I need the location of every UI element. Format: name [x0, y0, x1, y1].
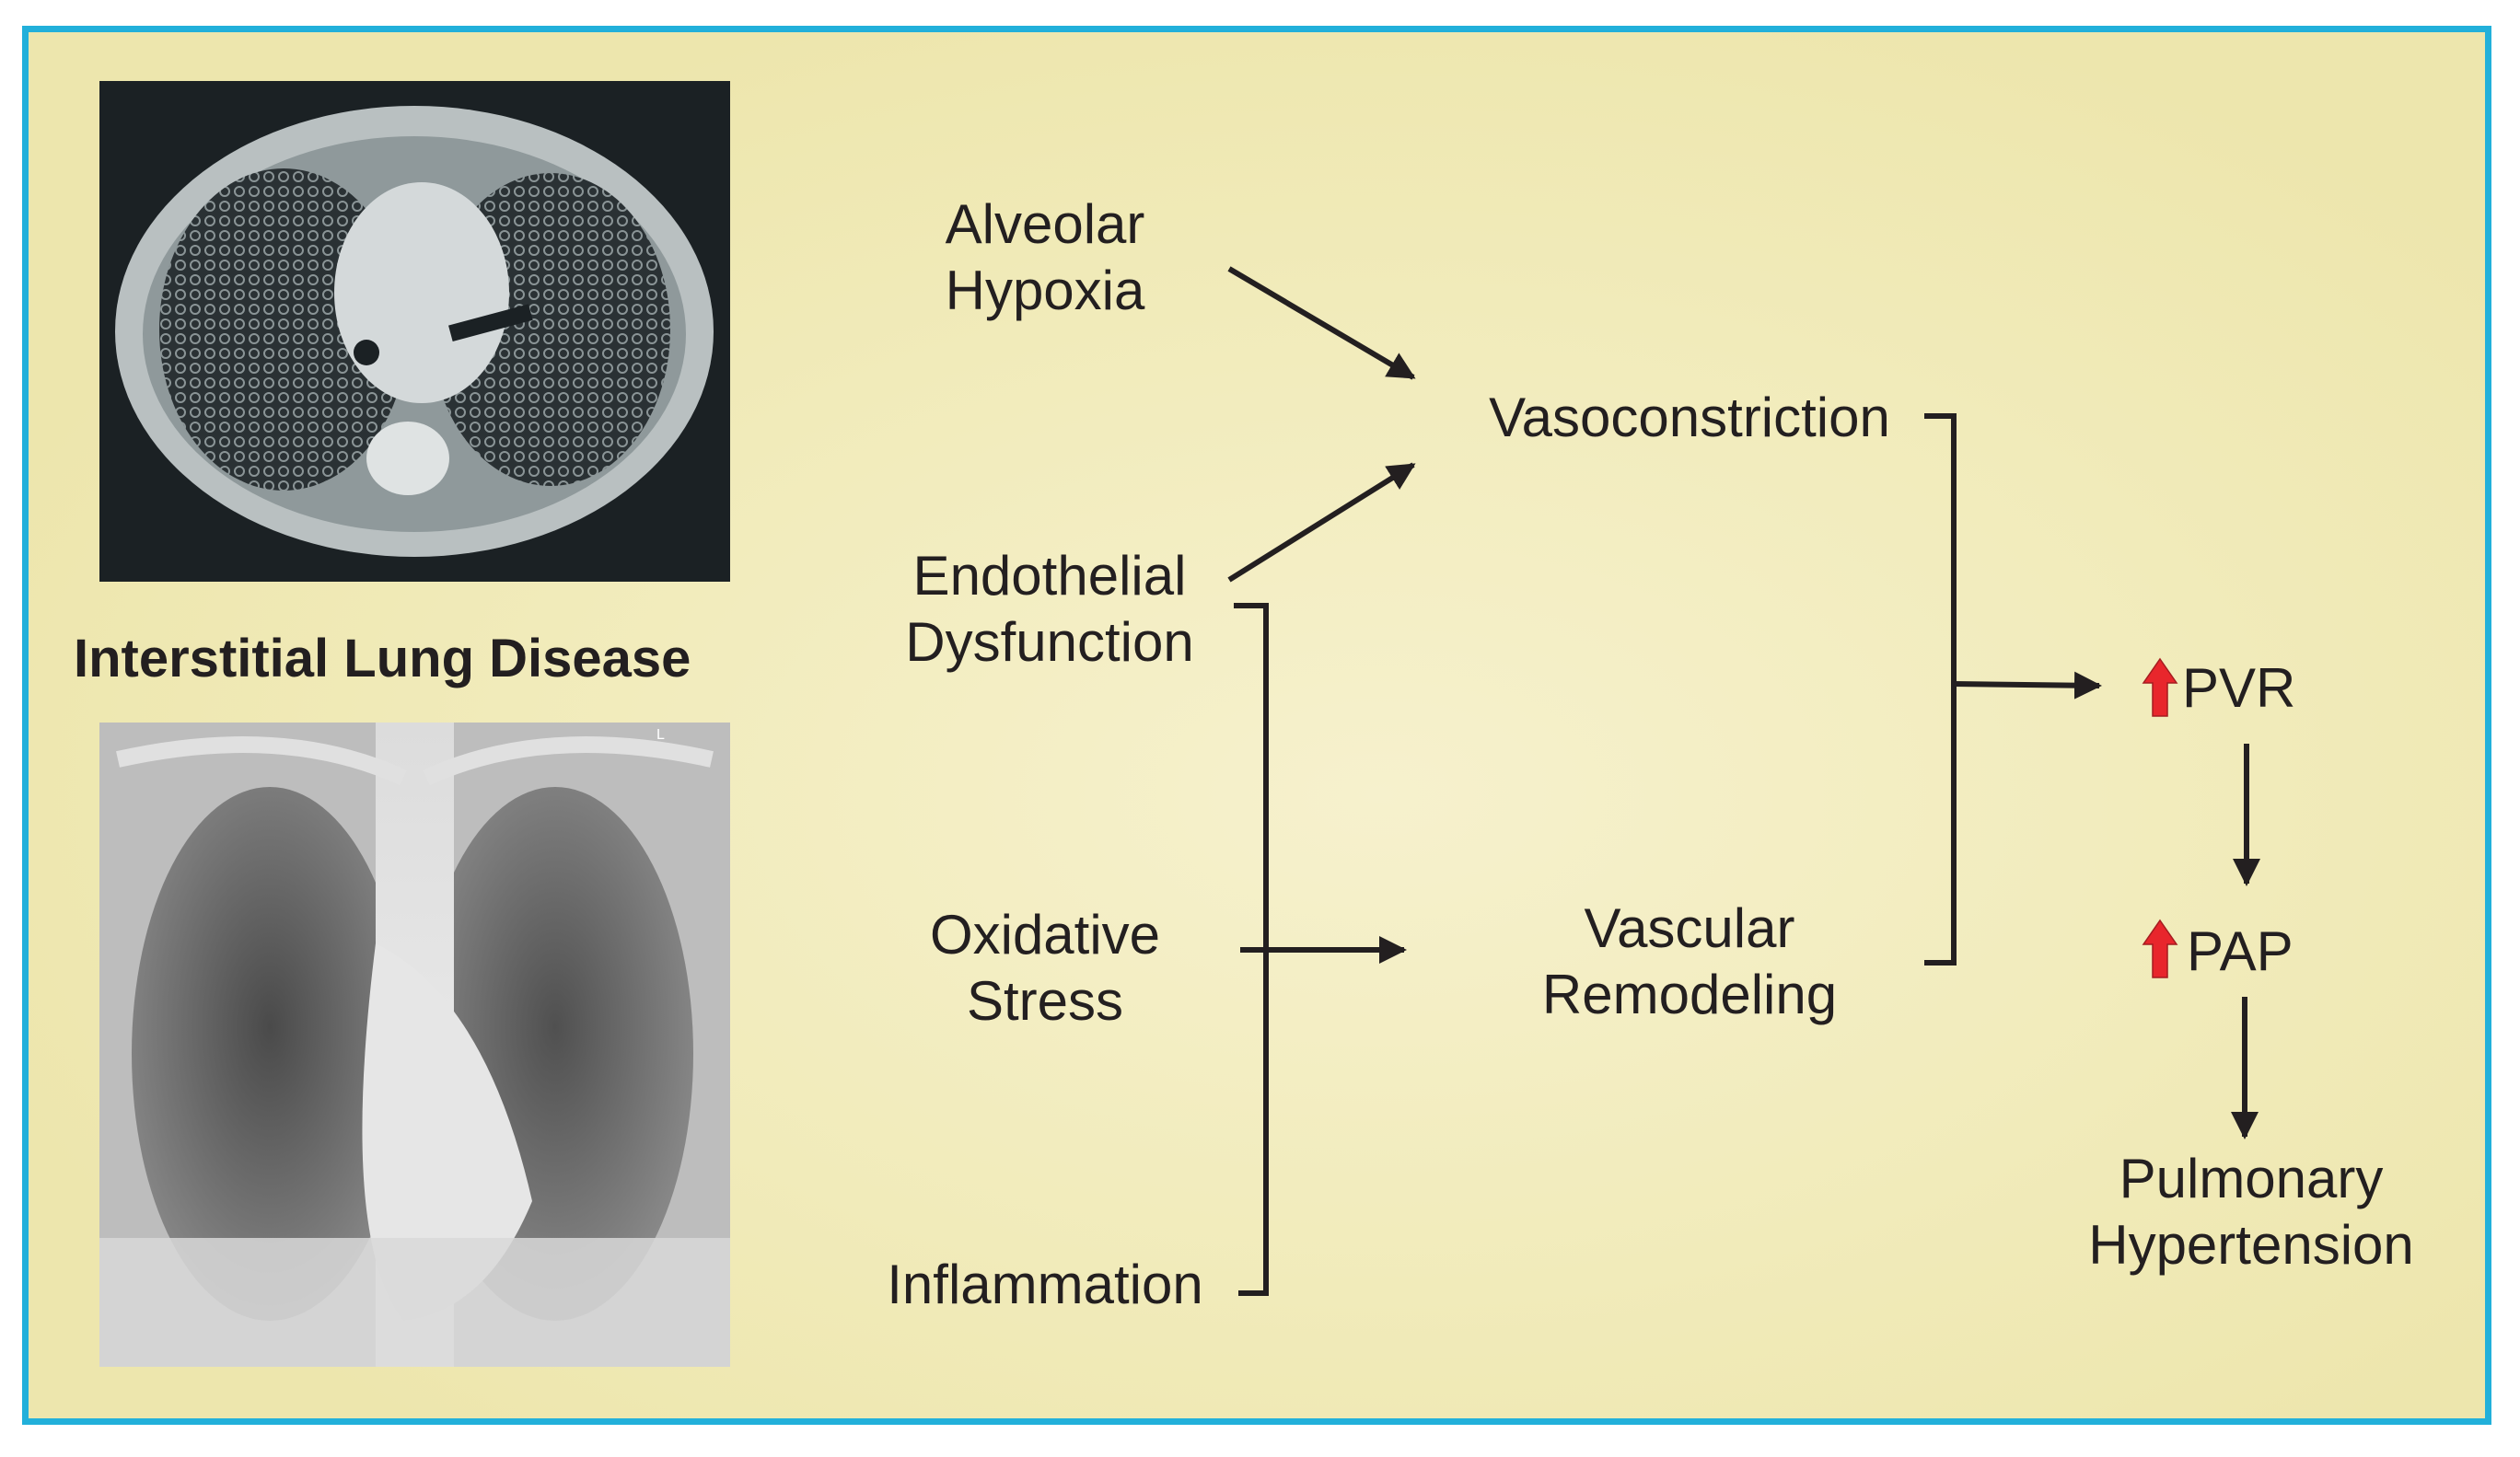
label-pap: PAP: [2187, 920, 2294, 982]
label-pvr: PVR: [2182, 657, 2296, 719]
label-alveolar-hypoxia-line2: Hypoxia: [945, 260, 1145, 321]
label-inflammation: Inflammation: [887, 1254, 1203, 1315]
label-alveolar-hypoxia: Alveolar Hypoxia: [893, 191, 1197, 324]
label-endothelial-dysfunction-line2: Dysfunction: [905, 611, 1194, 673]
label-pulmonary-hypertension: Pulmonary Hypertension: [2053, 1146, 2449, 1278]
arrow-mechanisms-to-pvr: [1953, 671, 2102, 700]
label-endothelial-dysfunction-line1: Endothelial: [912, 545, 1187, 607]
up-arrow-icon: [2142, 657, 2178, 717]
up-arrow-icon: [2142, 919, 2178, 978]
arrow-hypoxia-to-vasoconstriction: [1227, 266, 1416, 380]
svg-text:L: L: [656, 727, 665, 743]
label-pulmonary-hypertension-line1: Pulmonary: [2119, 1148, 2384, 1209]
ct-scan-image: [99, 81, 730, 582]
label-vascular-remodeling-line2: Remodeling: [1541, 964, 1838, 1025]
label-oxidative-stress-line2: Stress: [966, 970, 1124, 1032]
image-title: Interstitial Lung Disease: [74, 629, 691, 688]
label-vascular-remodeling: Vascular Remodeling: [1501, 896, 1878, 1028]
label-endothelial-dysfunction: Endothelial Dysfunction: [879, 543, 1220, 676]
label-pulmonary-hypertension-line2: Hypertension: [2088, 1214, 2414, 1276]
label-vasoconstriction: Vasoconstriction: [1489, 387, 1890, 448]
chest-xray-image: L: [99, 723, 730, 1367]
arrow-endothelial-to-vasoconstriction: [1227, 462, 1416, 583]
bracket-mechanisms: [1924, 413, 1957, 966]
label-oxidative-stress: Oxidative Stress: [893, 902, 1197, 1035]
label-vascular-remodeling-line1: Vascular: [1584, 897, 1795, 959]
label-alveolar-hypoxia-line1: Alveolar: [945, 193, 1145, 255]
label-oxidative-stress-line1: Oxidative: [929, 904, 1161, 966]
